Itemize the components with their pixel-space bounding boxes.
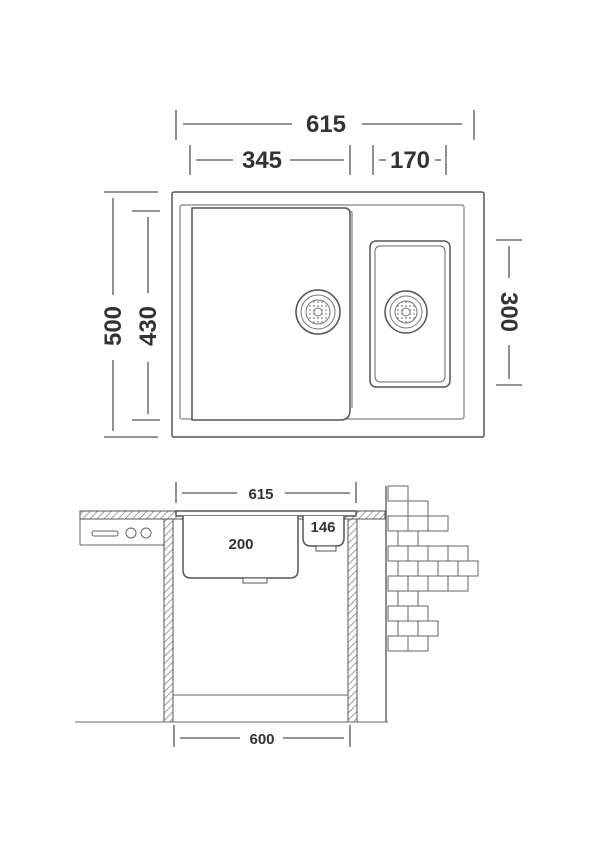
main-bowl-depth-label: 200 — [228, 536, 253, 553]
right-bowl-width-label: 170 — [390, 147, 430, 174]
small-bowl-depth-label: 146 — [310, 519, 335, 536]
left-drain-icon — [295, 289, 341, 335]
left-bowl-width-label: 345 — [242, 147, 282, 174]
control-knob-icon — [125, 527, 137, 539]
dim-overall-depth: 500 — [100, 191, 158, 438]
main-bowl-section — [182, 516, 299, 579]
dim-right-bowl-width: 170 — [372, 145, 447, 175]
dim-left-bowl-width: 345 — [189, 145, 351, 175]
control-knob-icon — [140, 527, 152, 539]
left-bowl-depth-label: 430 — [135, 306, 162, 346]
control-panel — [91, 527, 152, 539]
right-bowl-inner — [374, 245, 446, 383]
right-drain-icon — [384, 290, 428, 334]
left-bowl — [191, 207, 351, 421]
section-view: 615 200 146 — [75, 482, 479, 748]
top-view: 615 345 170 500 — [100, 110, 522, 438]
sink-rim-section — [175, 510, 357, 517]
right-bowl-depth-label: 300 — [495, 292, 522, 332]
brick-wall — [385, 485, 479, 722]
overall-depth-label: 500 — [100, 306, 127, 346]
overall-width-label: 615 — [306, 111, 346, 138]
dim-cabinet-width: 600 — [173, 725, 351, 748]
cabinet-width-label: 600 — [249, 731, 274, 748]
cabinet-left-wall — [163, 518, 174, 723]
left-bowl-edge — [344, 207, 353, 408]
cabinet-right-wall — [347, 518, 358, 723]
small-bowl-drain — [315, 545, 337, 552]
dim-section-top-width: 615 — [175, 482, 357, 503]
dim-left-bowl-depth: 430 — [132, 210, 162, 421]
dim-overall-width: 615 — [175, 110, 475, 140]
main-bowl-drain — [242, 577, 268, 584]
control-slot — [91, 530, 119, 537]
dim-right-bowl-depth: 300 — [495, 239, 522, 386]
section-top-width-label: 615 — [248, 486, 273, 503]
